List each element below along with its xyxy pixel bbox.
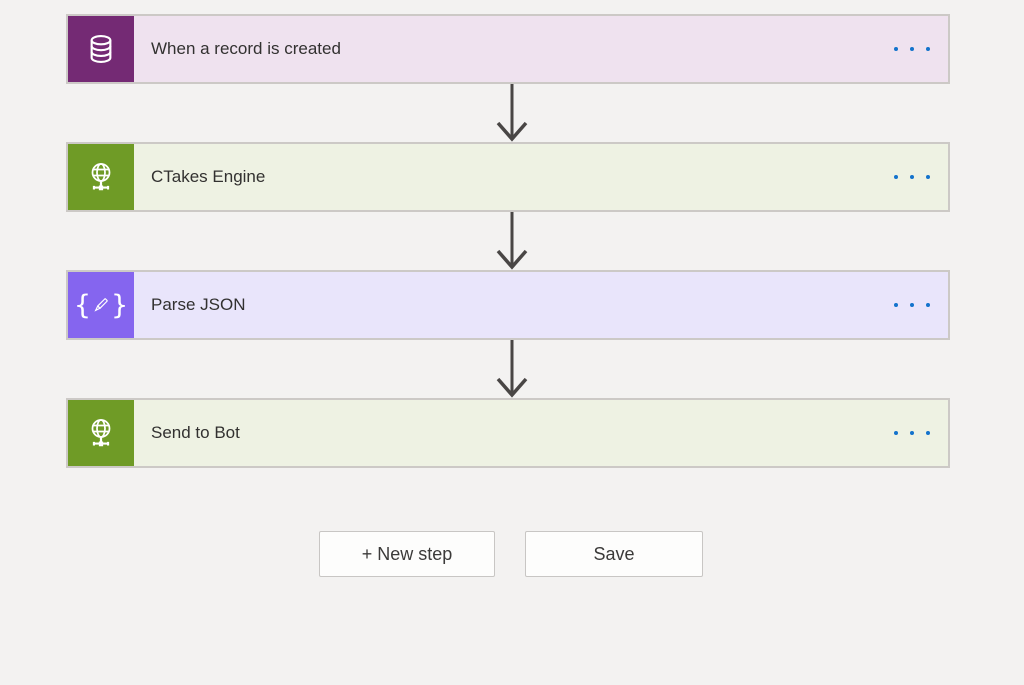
ellipsis-icon[interactable] [882,419,942,447]
brace-left: { [73,289,91,321]
step-card-action[interactable]: { } Parse JSON [66,270,950,340]
step-card-action[interactable]: CTakes Engine [66,142,950,212]
globe-icon [68,400,134,466]
ellipsis-icon[interactable] [882,163,942,191]
arrow-down-icon [496,84,528,142]
arrow-down-icon [496,340,528,398]
arrow-down-icon [496,212,528,270]
globe-icon [68,144,134,210]
save-button[interactable]: Save [525,531,703,577]
database-icon [68,16,134,82]
braces-pencil-icon: { } [68,272,134,338]
step-title: When a record is created [151,39,341,58]
new-step-button[interactable]: + New step [319,531,495,577]
step-card-trigger[interactable]: When a record is created [66,14,950,84]
ellipsis-icon[interactable] [882,291,942,319]
brace-right: } [111,289,129,321]
step-title: Send to Bot [151,423,240,442]
step-title: CTakes Engine [151,167,266,186]
ellipsis-icon[interactable] [882,35,942,63]
step-card-action[interactable]: Send to Bot [66,398,950,468]
step-title: Parse JSON [151,295,246,314]
